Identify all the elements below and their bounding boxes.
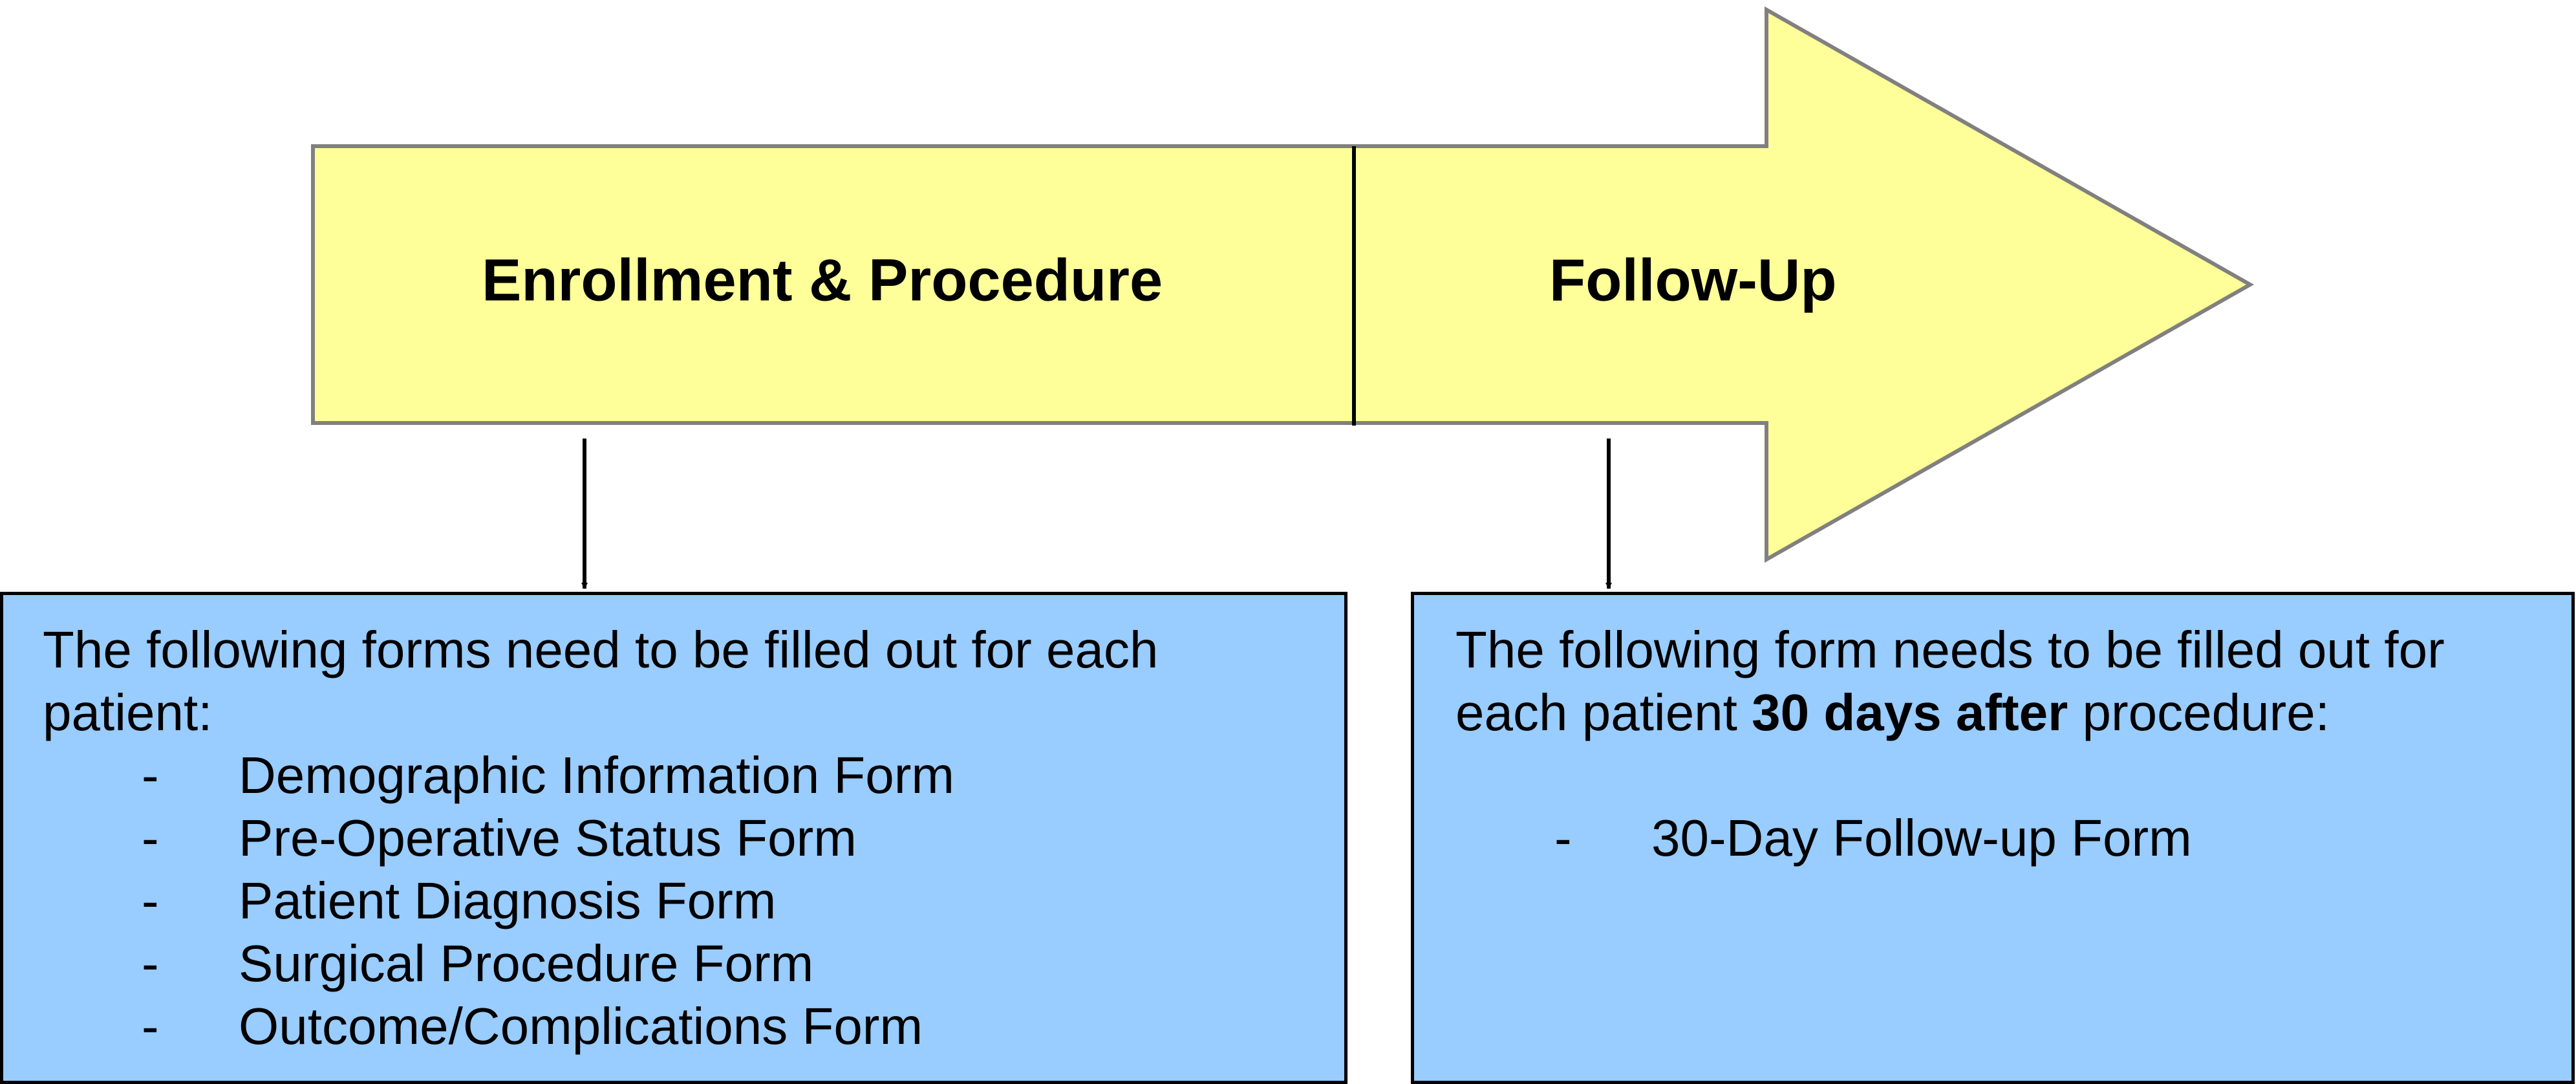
enrollment-forms-box: The following forms need to be filled ou… [0, 592, 1347, 1084]
bullet-dash: - [142, 746, 159, 804]
follow-up-label: Follow-Up [1549, 247, 1837, 313]
list-item: - Outcome/Complications Form [43, 995, 1318, 1057]
followup-intro-after: procedure: [2068, 684, 2330, 741]
followup-intro-emphasis: 30 days after [1752, 684, 2068, 741]
list-item: - Pre-Operative Status Form [43, 807, 1318, 869]
bullet-dash: - [142, 935, 159, 992]
form-name: Demographic Information Form [239, 746, 955, 804]
enrollment-procedure-label: Enrollment & Procedure [482, 247, 1163, 313]
followup-forms-list: - 30-Day Follow-up Form [1455, 807, 2546, 869]
form-name: Surgical Procedure Form [239, 935, 814, 992]
form-name: 30-Day Follow-up Form [1651, 809, 2192, 867]
list-item: - Patient Diagnosis Form [43, 869, 1318, 932]
bullet-dash: - [142, 872, 159, 929]
bullet-dash: - [1554, 809, 1572, 867]
form-name: Outcome/Complications Form [239, 997, 923, 1055]
phase-arrow-shape [311, 6, 2255, 563]
spacer [1455, 744, 2546, 807]
followup-intro-text: The following form needs to be filled ou… [1455, 618, 2546, 744]
list-item: - Surgical Procedure Form [43, 932, 1318, 995]
bullet-dash: - [142, 997, 159, 1055]
form-name: Pre-Operative Status Form [239, 809, 857, 867]
followup-forms-box: The following form needs to be filled ou… [1411, 592, 2575, 1084]
enrollment-forms-list: - Demographic Information Form - Pre-Ope… [43, 744, 1318, 1057]
followup-intro-before: The following form needs to be filled ou… [1455, 621, 2459, 741]
enrollment-intro-text: The following forms need to be filled ou… [43, 621, 1173, 741]
list-item: - 30-Day Follow-up Form [1455, 807, 2546, 869]
bullet-dash: - [142, 809, 159, 867]
form-name: Patient Diagnosis Form [239, 872, 777, 929]
list-item: - Demographic Information Form [43, 744, 1318, 807]
